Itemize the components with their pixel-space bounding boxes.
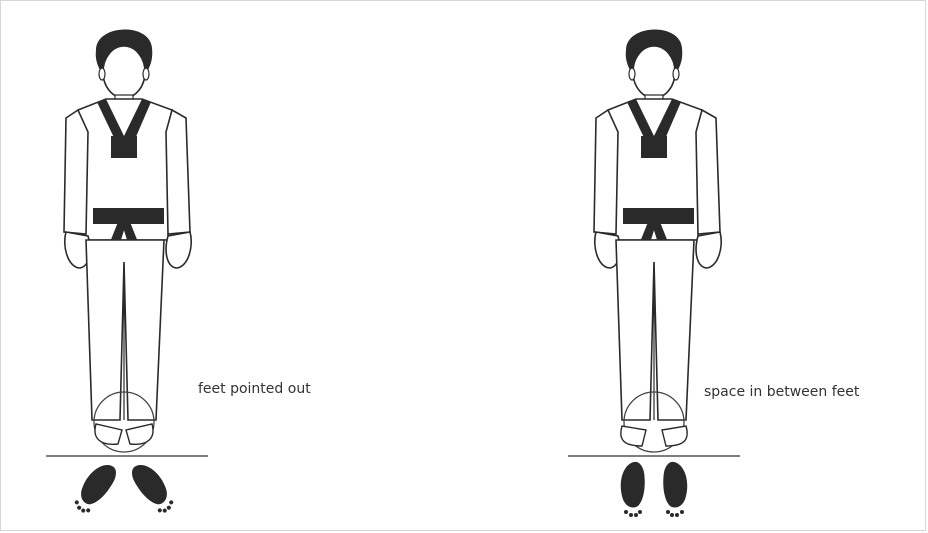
caption-space-between-feet: space in between feet	[704, 384, 859, 400]
figure-space-between-feet	[568, 29, 740, 517]
caption-feet-pointed-out: feet pointed out	[198, 381, 311, 397]
figure-feet-pointed-out	[46, 29, 208, 517]
